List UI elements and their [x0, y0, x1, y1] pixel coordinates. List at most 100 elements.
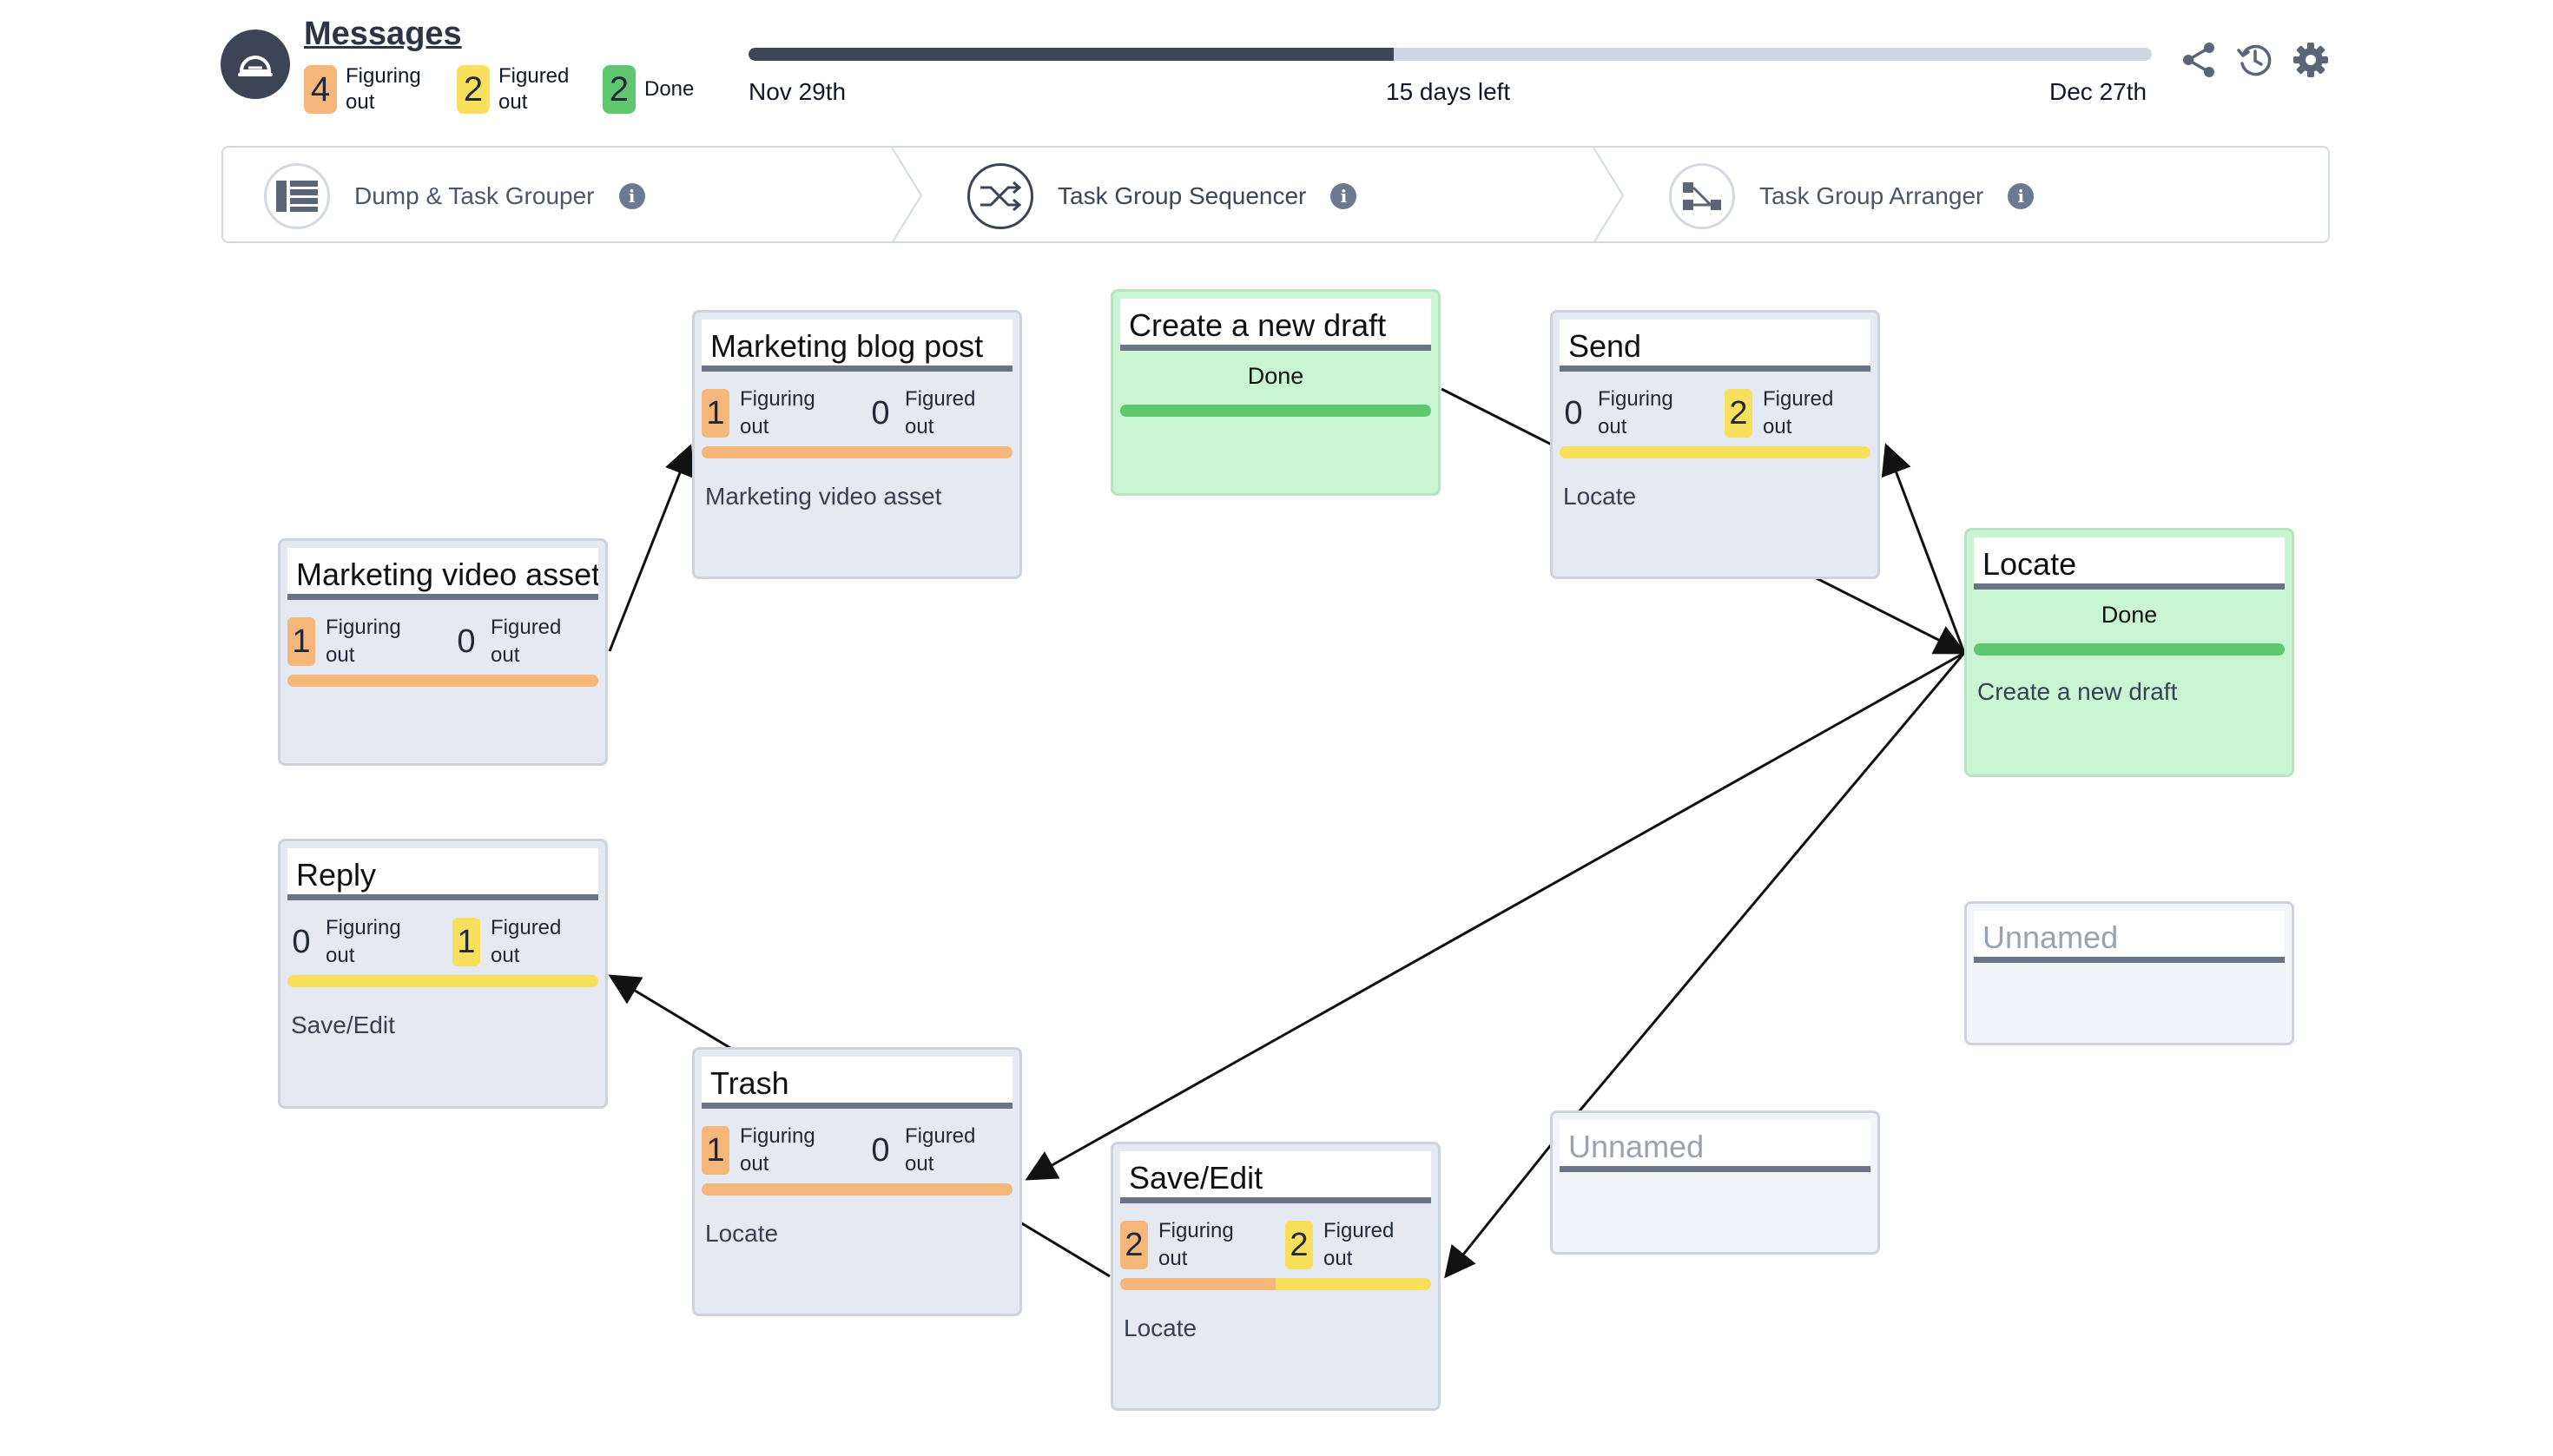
figuring-number: 1 [702, 1126, 729, 1175]
card-progress-bar [1560, 446, 1870, 458]
card-status-done: Done [2101, 602, 2158, 628]
stat-figuring-label: Figuring out [346, 64, 421, 114]
card-dependency-label: Locate [705, 1220, 779, 1247]
card-title[interactable]: Reply [287, 848, 598, 900]
card-progress-bar [1974, 643, 2285, 656]
card-title-placeholder[interactable]: Unnamed [1560, 1120, 1870, 1172]
info-icon[interactable]: i [618, 183, 645, 209]
figured-number: 0 [457, 623, 476, 660]
figuring-number: 2 [1120, 1221, 1148, 1269]
grid-list-icon [264, 163, 330, 229]
card-title[interactable]: Locate [1974, 537, 2285, 590]
gear-icon[interactable] [2291, 40, 2331, 80]
figuring-number: 1 [287, 617, 315, 666]
timeline-days-left: 15 days left [1386, 78, 1511, 105]
figuring-number: 0 [1564, 394, 1583, 432]
history-icon[interactable] [2235, 40, 2275, 80]
info-icon[interactable]: i [2008, 183, 2035, 209]
card-status-done: Done [1247, 363, 1304, 389]
timeline-start-date: Nov 29th [749, 78, 847, 105]
card-progress-bar [287, 675, 598, 687]
task-group-card-locate[interactable]: Locate Done Create a new draft [1964, 528, 2294, 777]
card-progress-bar [702, 446, 1013, 458]
project-avatar[interactable] [221, 30, 290, 99]
card-progress-bar [1120, 1278, 1431, 1290]
step-label: Task Group Sequencer [1058, 182, 1307, 209]
card-title[interactable]: Save/Edit [1120, 1151, 1431, 1203]
card-progress-bar [1120, 405, 1431, 417]
step-dump-task-grouper[interactable]: Dump & Task Grouper i [264, 148, 645, 245]
flow-arrange-icon [1669, 163, 1735, 229]
shuffle-icon [967, 163, 1033, 229]
timeline-end-date: Dec 27th [2049, 78, 2147, 105]
card-title[interactable]: Create a new draft [1120, 299, 1431, 351]
share-icon[interactable] [2180, 40, 2220, 80]
stat-done: 2 Done [603, 64, 694, 115]
figured-number: 0 [871, 394, 890, 432]
card-dependency-label: Locate [1563, 483, 1637, 510]
figured-number: 0 [871, 1131, 890, 1169]
task-group-card-unnamed[interactable]: Unnamed [1550, 1110, 1880, 1255]
figured-number: 2 [1725, 389, 1752, 438]
step-label: Task Group Arranger [1759, 182, 1984, 209]
edge-locate-to-trash [1025, 651, 1965, 1181]
stat-figuring-count: 4 [304, 65, 337, 114]
figuring-number: 0 [292, 923, 311, 960]
stat-figured-out: 2 Figured out [457, 64, 569, 115]
card-dependency-label: Locate [1124, 1314, 1197, 1341]
step-divider-chevron [892, 148, 923, 243]
stat-done-label: Done [644, 77, 695, 101]
card-title[interactable]: Marketing video asset [287, 548, 598, 600]
stat-figuring-out: 4 Figuring out [304, 64, 421, 115]
card-dependency-label: Marketing video asset [705, 483, 942, 510]
figuring-number: 1 [702, 389, 729, 438]
task-group-card-unnamed[interactable]: Unnamed [1964, 901, 2294, 1045]
card-title-placeholder[interactable]: Unnamed [1974, 911, 2285, 963]
card-title[interactable]: Marketing blog post [702, 320, 1013, 372]
figured-number: 1 [452, 918, 480, 966]
stat-figured-label: Figured out [498, 64, 570, 114]
step-divider-chevron [1593, 148, 1625, 243]
card-title[interactable]: Trash [702, 1057, 1013, 1109]
card-title[interactable]: Send [1560, 320, 1870, 372]
step-label: Dump & Task Grouper [354, 182, 595, 209]
task-group-card-create-new-draft[interactable]: Create a new draft Done [1111, 289, 1441, 496]
step-task-group-sequencer[interactable]: Task Group Sequencer i [967, 148, 1357, 245]
timeline-progress-bar [749, 48, 2152, 61]
project-title-link[interactable]: Messages [304, 16, 462, 52]
info-icon[interactable]: i [1330, 183, 1357, 209]
workflow-stepper: Dump & Task Grouper i Task Group Sequenc… [221, 146, 2330, 243]
edge-locate-to-send [1881, 443, 1966, 654]
figured-number: 2 [1285, 1221, 1313, 1269]
edge-video-to-blog [608, 444, 695, 652]
step-task-group-arranger[interactable]: Task Group Arranger i [1669, 148, 2035, 245]
